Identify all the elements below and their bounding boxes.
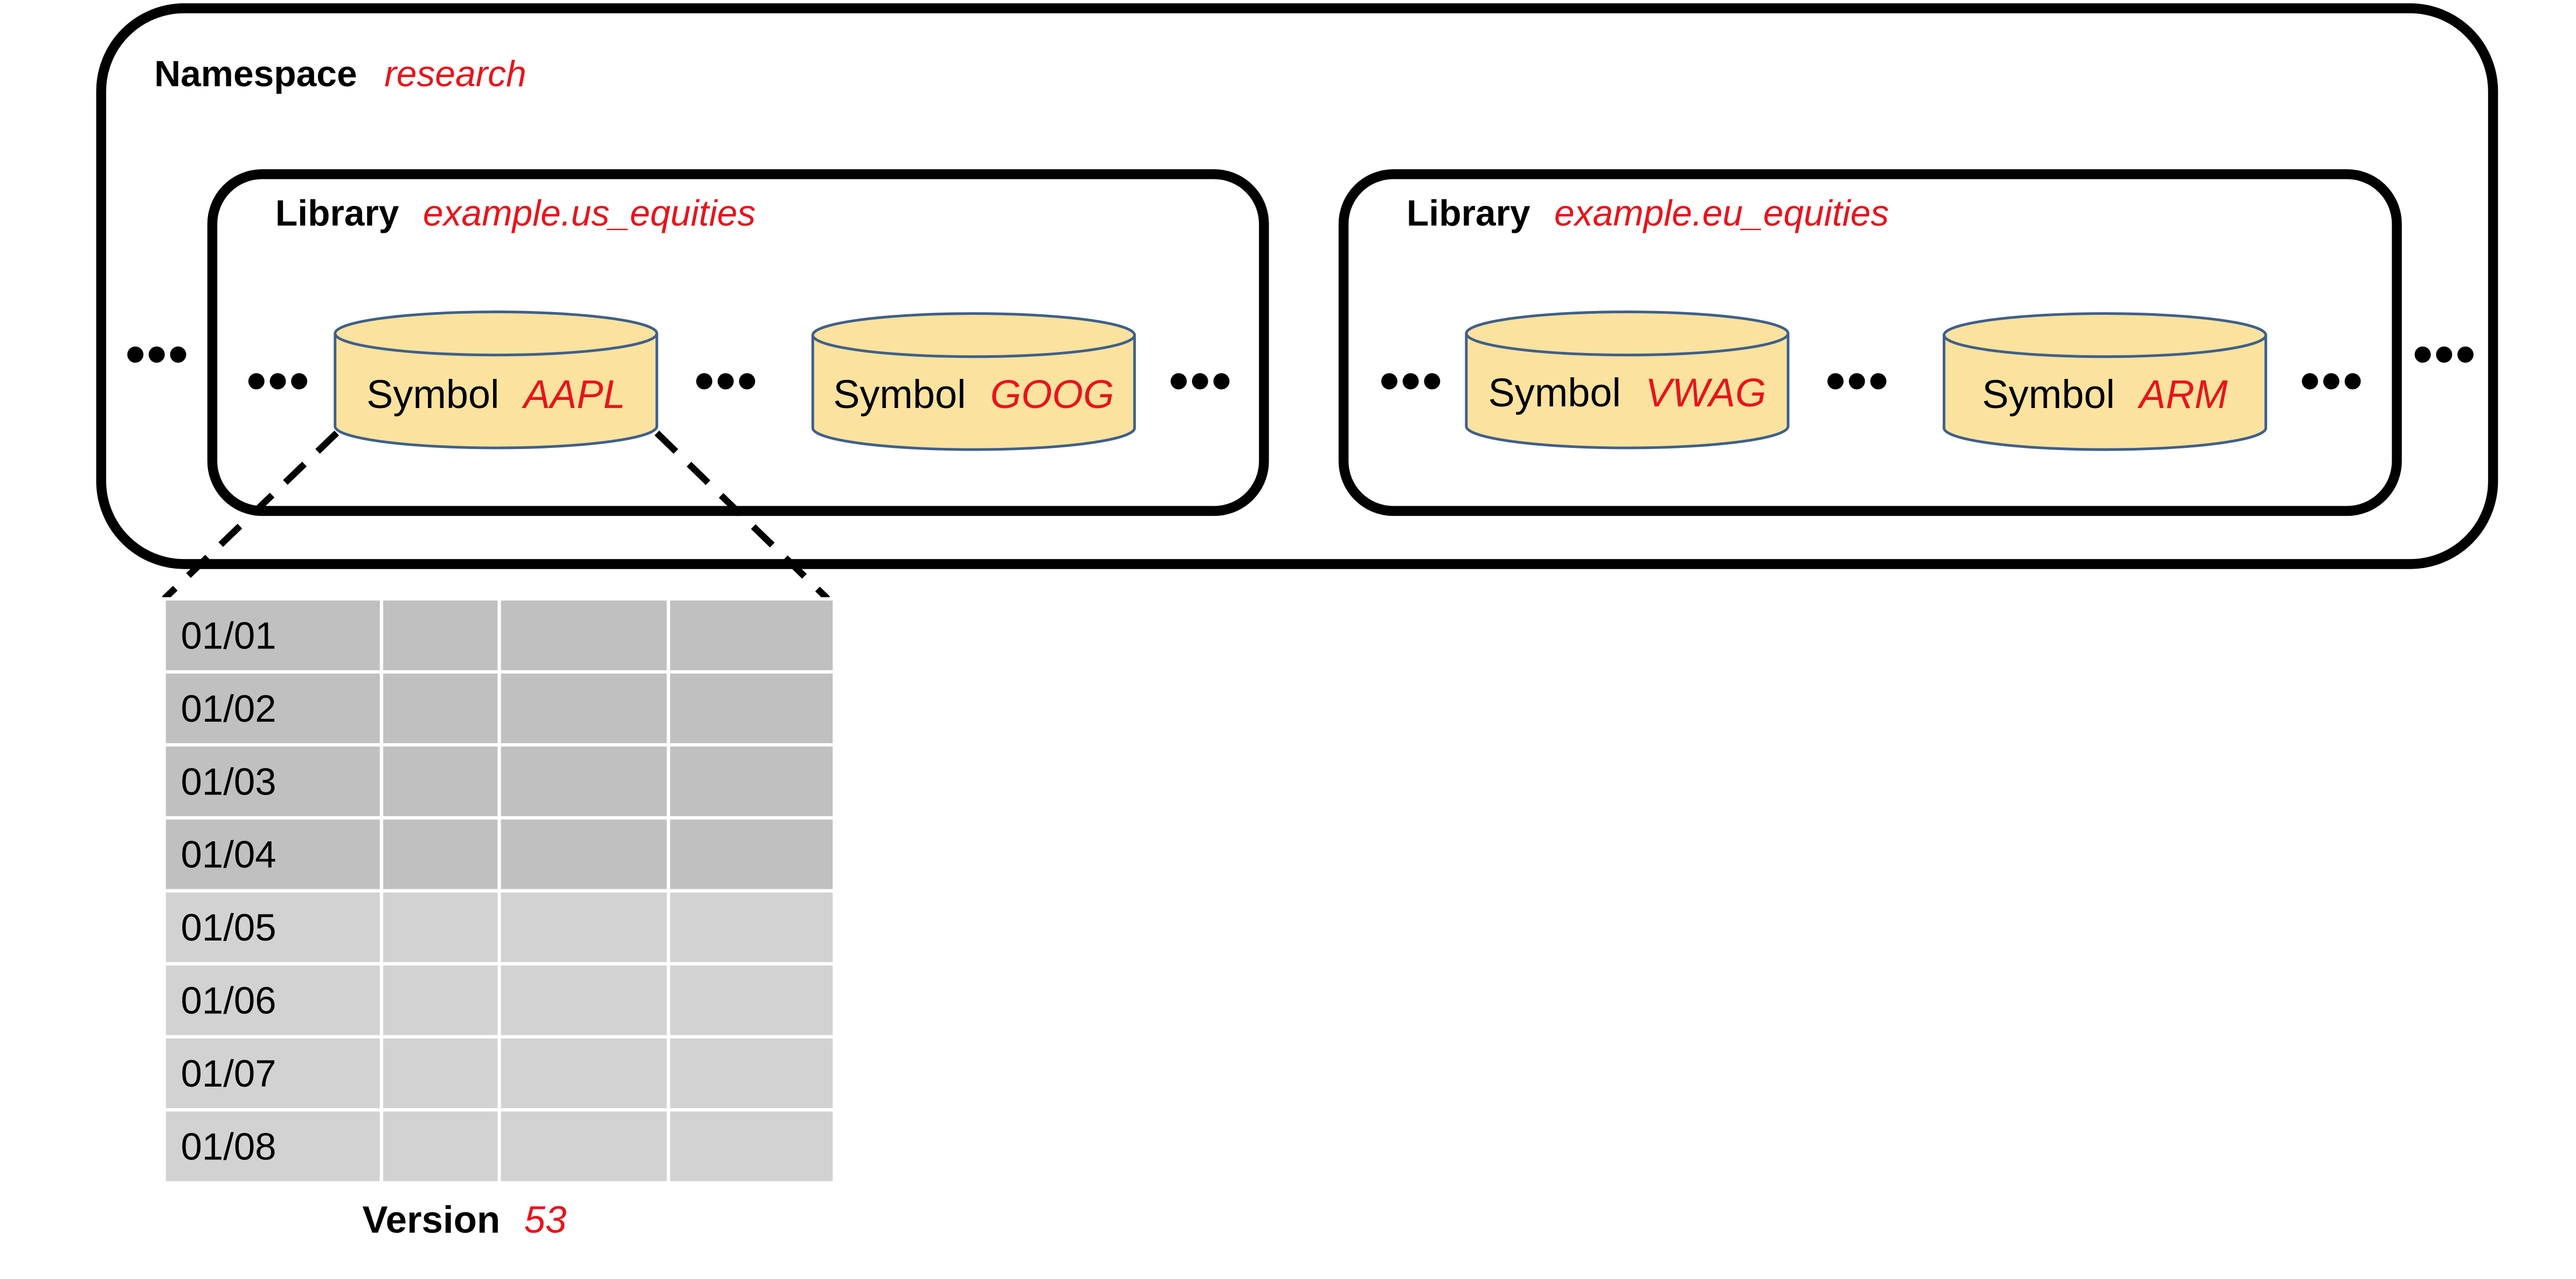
library-box-eu [1338,169,2402,516]
symbol-name: VWAG [1645,370,1766,415]
symbol-cylinder-aapl: Symbol AAPL [334,310,659,450]
table-cell [667,816,836,893]
ellipsis-us-middle: ••• [695,349,759,412]
library-name: example.eu_equities [1554,193,1889,234]
namespace-name: research [384,54,526,94]
ellipsis-namespace-right: ••• [2413,323,2477,386]
table-cell [379,1108,501,1185]
symbol-name: GOOG [991,372,1114,417]
table-row-date: 01/03 [181,761,276,803]
table-row-date: 01/06 [181,980,276,1022]
symbol-cylinder-arm: Symbol ARM [1942,312,2267,451]
table-cell [497,743,670,820]
zoom-line-right [654,430,830,602]
namespace-title: Namespace research [154,54,526,94]
namespace-box [96,3,2498,569]
table-cell [667,1108,836,1185]
version-table: 01/01 01/02 01/03 01/04 01/05 01/06 01/07 01/08 [162,597,836,1185]
zoom-line-left [162,430,340,602]
ellipsis-namespace-left: ••• [126,323,190,386]
table-cell [162,1108,383,1185]
table-row-date: 01/02 [181,688,276,730]
table-cell [667,597,836,674]
table-cell [497,1035,670,1112]
table-cell [667,962,836,1039]
symbol-name: ARM [2137,372,2228,417]
table-row-date: 01/04 [181,834,276,876]
table-cell [379,743,501,820]
table-cell [162,597,383,674]
table-row-date: 01/08 [181,1125,276,1168]
symbol-label: Symbol ARM [1982,372,2228,417]
version-label: Version 53 [362,1199,566,1241]
table-cell [497,889,670,966]
table-cell [379,816,501,893]
symbol-keyword: Symbol [833,372,966,417]
table-cell [379,889,501,966]
table-cell [497,1108,670,1185]
version-keyword: Version [362,1199,500,1241]
symbol-cylinder-goog: Symbol GOOG [811,312,1136,451]
table-cell [379,1035,501,1112]
library-keyword: Library [275,193,399,234]
ellipsis-us-left: ••• [247,349,311,412]
table-cell [667,889,836,966]
table-cell [379,597,501,674]
version-number: 53 [524,1199,567,1241]
library-title-us: Library example.us_equities [275,193,756,234]
library-title-eu: Library example.eu_equities [1407,193,1889,234]
table-cell [667,743,836,820]
table-cell [497,670,670,747]
table-row-date: 01/07 [181,1053,276,1095]
namespace-keyword: Namespace [154,54,357,94]
ellipsis-us-right: ••• [1169,349,1233,412]
ellipsis-eu-middle: ••• [1826,349,1890,412]
library-keyword: Library [1407,193,1531,234]
table-row-date: 01/01 [181,614,276,657]
table-cell [497,962,670,1039]
table-cell [497,597,670,674]
table-cell [379,670,501,747]
table-cell [667,1035,836,1112]
symbol-label: Symbol AAPL [366,372,625,417]
table-cell [379,962,501,1039]
symbol-keyword: Symbol [366,372,499,417]
table-cell [497,816,670,893]
table-row-date: 01/05 [181,907,276,949]
symbol-label: Symbol GOOG [833,372,1114,417]
symbol-label: Symbol VWAG [1488,370,1767,415]
ellipsis-eu-left: ••• [1380,349,1444,412]
table-cell [667,670,836,747]
symbol-keyword: Symbol [1488,370,1621,415]
symbol-name: AAPL [522,372,626,417]
symbol-cylinder-vwag: Symbol VWAG [1465,310,1790,450]
symbol-keyword: Symbol [1982,372,2115,417]
library-name: example.us_equities [423,193,756,234]
ellipsis-eu-right: ••• [2300,349,2364,412]
